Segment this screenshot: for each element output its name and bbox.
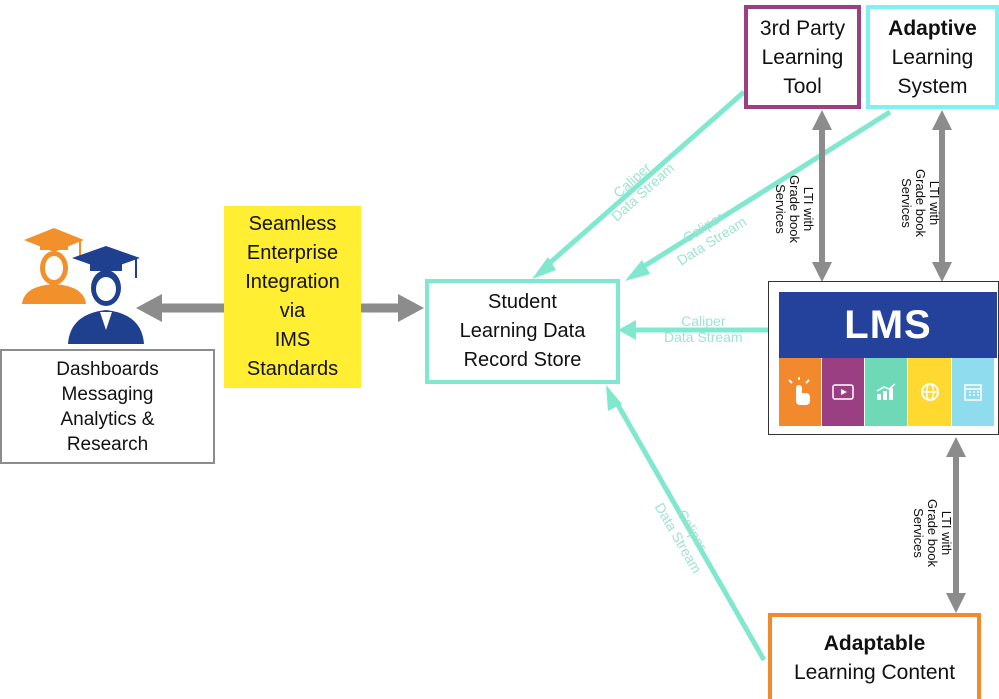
adaptive-title: Adaptive: [888, 16, 977, 40]
lti-label-line: Grade book: [786, 175, 802, 243]
lti-arrow-adaptable-bottom: [946, 593, 966, 613]
integration-line: Seamless: [248, 213, 337, 235]
users-line: Research: [66, 433, 149, 455]
gray-arrow-right-head: [398, 294, 424, 322]
adaptive-system-box: Adaptive Learning System: [866, 5, 999, 109]
stream-head-third-party: [532, 257, 556, 279]
lms-tile-video: [822, 358, 864, 426]
lti-arrow-third-party-bottom: [812, 262, 832, 282]
lti-label-line: Grade book: [912, 169, 928, 237]
integration-line: Enterprise: [246, 242, 339, 264]
integration-line: Integration: [245, 271, 340, 293]
lms-header: LMS: [779, 292, 997, 358]
integration-line: via: [279, 300, 306, 322]
lti-arrow-adaptive-top: [932, 110, 952, 130]
caliper-label-lms: Caliper Data Stream: [664, 313, 743, 345]
globe-icon: [920, 383, 939, 401]
students-graduation-icon: [22, 228, 144, 344]
lti-label-line: Services: [910, 508, 926, 558]
third-party-line: 3rd Party: [759, 16, 846, 40]
stream-head-adaptive: [625, 260, 650, 281]
lti-label-line: LTI with: [926, 180, 942, 226]
chart-icon: [876, 383, 896, 400]
tap-hand-icon: [788, 377, 810, 405]
record-store-line: Student: [488, 291, 557, 313]
users-line: Analytics &: [60, 408, 155, 430]
integration-line: IMS: [274, 329, 311, 351]
adaptable-content-box: Adaptable Learning Content: [768, 613, 981, 699]
users-line: Dashboards: [56, 358, 159, 380]
gray-arrow-left-head: [136, 294, 162, 322]
integration-line: Standards: [246, 358, 339, 380]
lti-arrow-third-party-top: [812, 110, 832, 130]
stream-third-party-to-store: [542, 90, 746, 270]
lti-label-line: LTI with: [800, 186, 816, 232]
lms-tile-globe: [908, 358, 951, 426]
lti-label-line: Grade book: [924, 499, 940, 567]
lti-label-line: Services: [898, 178, 914, 228]
lti-label-third-party: LTI with Grade book Services: [772, 175, 816, 243]
caliper-label-line: Data Stream: [664, 329, 743, 345]
adaptable-subtitle: Learning Content: [793, 661, 956, 684]
lti-label-adaptive: LTI with Grade book Services: [898, 169, 942, 237]
adaptable-title: Adaptable: [823, 632, 926, 655]
record-store-line: Learning Data: [459, 320, 586, 342]
lti-label-adaptable: LTI with Grade book Services: [910, 499, 954, 567]
lti-label-line: LTI with: [938, 510, 954, 556]
adaptive-line: System: [897, 74, 968, 98]
users-line: Messaging: [61, 383, 154, 405]
lms-tile-tap: [779, 358, 821, 426]
calendar-icon: [964, 384, 982, 401]
caliper-label-line: Caliper: [681, 313, 726, 329]
stream-adaptive-to-store: [636, 109, 892, 273]
lti-label-line: Services: [772, 184, 788, 234]
lti-arrow-adaptable-top: [946, 437, 966, 457]
video-play-icon: [832, 384, 854, 400]
adaptive-line: Learning: [891, 45, 974, 69]
lms-tile-calendar: [952, 358, 994, 426]
third-party-line: Learning: [761, 45, 844, 69]
integration-box: Seamless Enterprise Integration via IMS …: [224, 206, 361, 388]
lms-tile-chart: [865, 358, 907, 426]
stream-head-lms: [618, 320, 636, 340]
record-store-box: Student Learning Data Record Store: [425, 279, 620, 384]
record-store-line: Record Store: [463, 349, 582, 371]
third-party-tool-box: 3rd Party Learning Tool: [744, 5, 861, 109]
lms-title: LMS: [844, 302, 932, 347]
stream-head-adaptable: [606, 385, 622, 411]
stream-adaptable-to-store: [611, 396, 767, 662]
users-box: Dashboards Messaging Analytics & Researc…: [0, 349, 215, 464]
lti-arrow-adaptive-bottom: [932, 262, 952, 282]
third-party-line: Tool: [783, 74, 822, 98]
